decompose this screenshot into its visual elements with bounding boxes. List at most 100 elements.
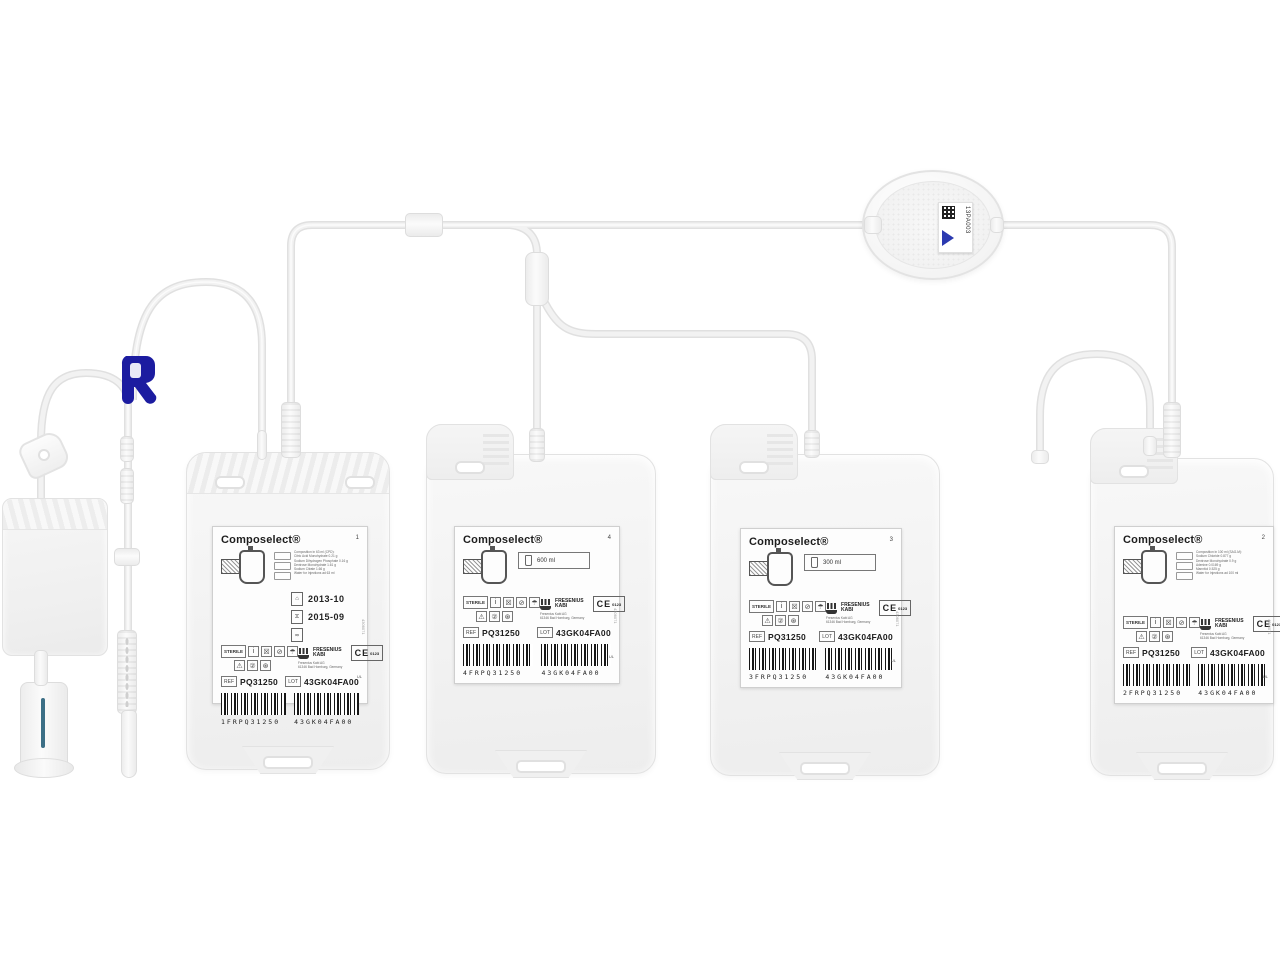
lot-value: 43GK04FA00	[1210, 647, 1265, 658]
bag1-to-filter-tube	[287, 221, 872, 455]
needle-hub	[117, 630, 137, 714]
donor-line-sleeve	[120, 436, 134, 462]
bottle-icon	[525, 555, 532, 566]
manufacturer-name: FRESENIUS KABI	[1215, 617, 1244, 630]
fine-print-line: Sodium Citrate 1.66 g	[294, 567, 325, 572]
sample-diversion-pouch	[2, 498, 108, 656]
filter-pictogram-icon	[463, 559, 482, 574]
dose-bracket	[1176, 562, 1193, 570]
manufacture-date: 2013-10	[308, 594, 345, 604]
composition-block: Composition in 100 ml (SAG-M):Sodium Chl…	[1176, 550, 1242, 580]
do-not-reuse-icon: ⊘	[1176, 617, 1188, 628]
fresenius-logo-icon	[540, 598, 552, 610]
bottle-icon	[811, 557, 818, 568]
ul-certification-mark: UL	[608, 653, 614, 659]
lot-barcode: 43GK04FA00	[825, 648, 893, 681]
label-side-code: 4306071	[895, 611, 900, 627]
label-side-code: 4306071	[361, 618, 366, 635]
barcode-bars	[1123, 664, 1190, 686]
info-symbol-icon: i	[1150, 617, 1162, 628]
manufacture-date-icon: ⌂	[291, 592, 303, 606]
ul-certification-mark: UL	[1262, 673, 1268, 679]
barcode-bars	[1198, 664, 1265, 686]
symbol-grid: STERILE i ☒ ⊘ ☂ ⚠ ② ⊛	[749, 600, 827, 626]
symbol-grid: STERILE i ☒ ⊘ ☂ ⚠ ② ⊛	[1123, 616, 1201, 642]
hanger-hole	[739, 461, 769, 474]
bag-bottom-tab	[779, 752, 871, 780]
lot-barcode: 43GK04FA00	[1198, 664, 1265, 697]
lot-value: 43GK04FA00	[838, 631, 893, 642]
filter-pictogram-icon	[749, 561, 768, 576]
lot-tag: LOT	[537, 627, 554, 638]
bag-label: Composelect® 4 600 ml ST	[454, 526, 626, 684]
ref-tag: REF	[1123, 647, 1139, 658]
bag-pictogram-icon	[239, 546, 265, 584]
blood-bag: Composelect® 3 300 ml ST	[710, 424, 940, 780]
caution-icon: ⚠	[762, 615, 773, 626]
holder-flange	[14, 758, 74, 778]
composition-block: Composition in 63 ml (CPD):Citric Acid M…	[274, 550, 348, 580]
inline-leukocyte-filter: 13PA003	[862, 170, 1004, 280]
do-not-reuse-icon: ⊘	[802, 601, 814, 612]
sterile-tag: STERILE	[463, 596, 489, 609]
bag-shoulder	[426, 424, 514, 480]
composition-lines: Composition in 63 ml (CPD):Citric Acid M…	[294, 550, 348, 580]
manufacturer-name: FRESENIUS KABI	[555, 597, 584, 610]
needle-protective-sheath	[121, 710, 137, 778]
pictogram-row: 300 ml	[749, 548, 893, 588]
ref-group: REF PQ31250	[1123, 647, 1180, 658]
no-latex-icon: ⊛	[1162, 631, 1173, 642]
sealed-tube-end	[1031, 450, 1049, 464]
bag-pictogram-icon	[481, 546, 507, 584]
barcode-text: 4FRPQ31250	[463, 669, 523, 677]
bag-pictogram-icon	[767, 548, 793, 586]
label-corner-number: 1	[355, 535, 359, 541]
clamp-slot	[130, 363, 141, 378]
product-name: Composelect®	[749, 536, 829, 548]
fresenius-logo-icon	[298, 647, 310, 659]
caution-icon: ⚠	[1136, 631, 1147, 642]
bag3-port-cannula	[804, 430, 820, 458]
ref-group: REF PQ31250	[221, 676, 278, 687]
ref-value: PQ31250	[768, 631, 807, 642]
filter-outlet-nub	[990, 217, 1004, 233]
needle-hub-dots	[125, 637, 129, 707]
dose-bracket	[1176, 552, 1193, 560]
keep-dry-icon: ☂	[529, 597, 541, 608]
manufacturer-address: Fresenius Kabi AG 61346 Bad Homburg, Ger…	[540, 612, 585, 621]
label-corner-number: 3	[889, 537, 893, 543]
expiry-date-icon: ⧖	[291, 610, 303, 624]
hanger-hole	[345, 476, 375, 489]
lot-tag: LOT	[285, 676, 302, 687]
caution-icon: ⚠	[234, 660, 245, 671]
temperature-row: ≂	[291, 628, 359, 642]
bag-label: Composelect® 3 300 ml ST	[740, 528, 912, 688]
ref-tag: REF	[749, 631, 765, 642]
barcode-bars	[221, 693, 286, 715]
barcode-text: 1FRPQ31250	[221, 718, 281, 726]
fresenius-logo-icon	[1200, 618, 1212, 630]
barcode-bars	[825, 648, 893, 670]
inline-connector	[405, 213, 443, 237]
label-corner-number: 4	[607, 535, 611, 541]
barcode-text: 43GK04FA00	[825, 673, 885, 681]
lot-group: LOT 43GK04FA00	[537, 627, 611, 638]
manufacturer-address: Fresenius Kabi AG 61346 Bad Homburg, Ger…	[298, 661, 343, 670]
bag-label: Composelect® 1 Composition in 63 ml (CPD…	[212, 526, 384, 726]
volume-badge: 600 ml	[518, 552, 590, 569]
pouch-outlet-port	[34, 650, 48, 686]
expiry-date-row: ⧖ 2015-09	[291, 610, 359, 624]
lot-barcode: 43GK04FA00	[294, 693, 359, 726]
ref-value: PQ31250	[240, 676, 279, 687]
barcode-bars	[749, 648, 817, 670]
hanger-hole	[1119, 465, 1149, 478]
fine-print-line: Sodium Dihydrogen Phosphate 0.16 g	[294, 558, 348, 563]
bag-top-weld-band	[187, 453, 389, 494]
product-name: Composelect®	[1123, 534, 1203, 546]
bag4-breakaway-cannula	[1163, 402, 1181, 458]
single-use-icon: ②	[247, 660, 258, 671]
